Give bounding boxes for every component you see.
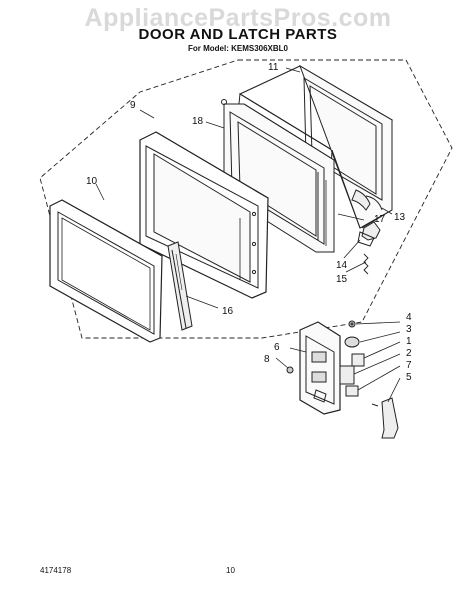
part-1-switch	[351, 353, 365, 367]
part-18-door-panel	[221, 99, 335, 253]
model-subtitle: For Model: KEMS306XBL0	[187, 44, 288, 53]
callout-17: 17	[374, 214, 386, 225]
part-6-latch-housing	[299, 321, 341, 415]
part-4-screw	[348, 320, 356, 328]
part-15-spring	[363, 253, 369, 275]
callout-14: 14	[336, 260, 348, 271]
part-7-switch	[345, 385, 359, 397]
callout-2: 2	[406, 348, 412, 359]
part-17-latch	[361, 221, 381, 241]
callout-18: 18	[192, 116, 204, 127]
callout-9: 9	[130, 100, 136, 111]
part-16-hinge-strip	[167, 241, 193, 331]
callout-6: 6	[274, 342, 280, 353]
callout-8: 8	[264, 354, 270, 365]
document-number: 4174178	[40, 566, 72, 575]
callout-3: 3	[406, 324, 412, 335]
callout-10: 10	[86, 176, 98, 187]
callout-11: 11	[268, 62, 279, 73]
part-8-screw	[286, 366, 294, 374]
callout-1: 1	[406, 336, 412, 347]
callout-13: 13	[394, 212, 406, 223]
callout-15: 15	[336, 274, 348, 285]
part-11-rear-frame	[235, 64, 394, 229]
part-10-outer-panel	[49, 199, 163, 343]
page-number: 10	[226, 566, 235, 575]
part-3-cam	[344, 336, 360, 348]
watermark: AppliancePartsPros.com	[84, 4, 392, 32]
part-2-switch	[339, 365, 355, 385]
callout-7: 7	[406, 360, 412, 371]
callout-4: 4	[406, 312, 412, 323]
callout-16: 16	[222, 306, 234, 317]
part-5-lever	[371, 397, 399, 439]
callout-5: 5	[406, 372, 412, 383]
callout-labels: 11 9 18 10 17 13 14 15 16 4 3 6 1 8 2 7 …	[86, 62, 412, 383]
part-14-latch-lever	[357, 231, 375, 247]
leader-lines	[95, 67, 401, 403]
door-assembly-boundary	[39, 59, 453, 339]
page-title: DOOR AND LATCH PARTS	[138, 26, 338, 43]
